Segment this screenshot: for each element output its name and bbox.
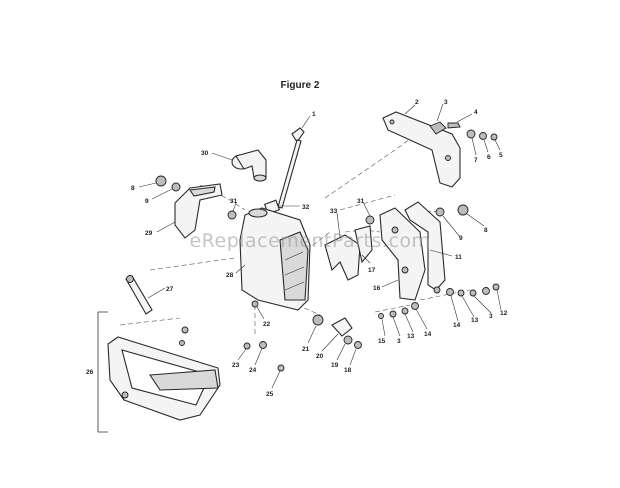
callout-14-left: 14 — [424, 331, 432, 338]
part-bracket-17 — [354, 225, 373, 264]
watermark: eReplacementParts.com — [189, 230, 431, 252]
callout-13-right: 13 — [471, 317, 479, 324]
callout-32: 32 — [302, 204, 310, 211]
hardware-top-right — [429, 121, 498, 141]
callout-15: 15 — [378, 338, 386, 345]
callout-labels: 1 2 3 4 5 6 7 8 9 30 32 31 29 33 31 9 8 … — [86, 99, 508, 398]
part-curved-shield — [174, 183, 223, 239]
hardware-bottom-right — [378, 283, 500, 319]
callout-20: 20 — [316, 353, 324, 360]
callout-7: 7 — [474, 157, 478, 164]
callout-23: 23 — [232, 362, 240, 369]
callout-29: 29 — [145, 230, 153, 237]
callout-22: 22 — [263, 321, 271, 328]
part-bolt-25 — [277, 364, 285, 372]
callout-31-right: 31 — [357, 198, 365, 205]
callout-25: 25 — [266, 391, 274, 398]
callout-26: 26 — [86, 369, 94, 376]
callout-6: 6 — [487, 154, 491, 161]
callout-5: 5 — [499, 152, 503, 159]
callout-18: 18 — [344, 367, 352, 374]
hardware-left — [155, 175, 181, 192]
callout-13-left: 13 — [407, 333, 415, 340]
callout-28: 28 — [226, 272, 234, 279]
part-side-plate — [379, 207, 426, 301]
part-bolt-23 — [243, 342, 251, 350]
callout-31-left: 31 — [230, 198, 238, 205]
callout-3-mid: 3 — [397, 338, 401, 345]
part-dipstick-rod — [277, 127, 305, 209]
callout-3-right: 3 — [489, 313, 493, 320]
callout-1: 1 — [312, 111, 316, 118]
part-bolt-22 — [251, 300, 259, 308]
callout-12: 12 — [500, 310, 508, 317]
callout-27: 27 — [166, 286, 174, 293]
callout-21: 21 — [302, 346, 310, 353]
callout-8-right: 8 — [484, 227, 488, 234]
part-washer-9-right — [435, 207, 445, 217]
callout-33: 33 — [330, 208, 338, 215]
callout-8: 8 — [131, 185, 135, 192]
part-elbow-fitting — [231, 149, 267, 182]
part-lever — [125, 275, 153, 315]
callout-19: 19 — [331, 362, 339, 369]
part-washer-31-right — [365, 215, 375, 225]
leader-lines — [138, 103, 502, 389]
hardware-bottom-center — [312, 314, 362, 349]
callout-14-right: 14 — [453, 322, 461, 329]
part-bolt-24 — [259, 341, 267, 349]
figure-title: Figure 2 — [280, 80, 320, 91]
callout-11: 11 — [455, 254, 462, 261]
callout-17: 17 — [368, 267, 376, 274]
callout-24: 24 — [249, 367, 257, 374]
callout-9: 9 — [145, 198, 149, 205]
callout-30: 30 — [201, 150, 209, 157]
callout-9-right: 9 — [459, 235, 463, 242]
group-26-bracket — [97, 311, 108, 433]
part-frame-assembly — [107, 326, 221, 421]
part-nut-8-right — [457, 204, 469, 216]
callout-2: 2 — [415, 99, 419, 106]
callout-16: 16 — [373, 285, 381, 292]
callout-4: 4 — [474, 109, 478, 116]
part-fuel-tank — [239, 207, 311, 311]
part-bracket-33 — [324, 234, 361, 281]
callout-3: 3 — [444, 99, 448, 106]
part-washer-31-left — [227, 210, 237, 220]
